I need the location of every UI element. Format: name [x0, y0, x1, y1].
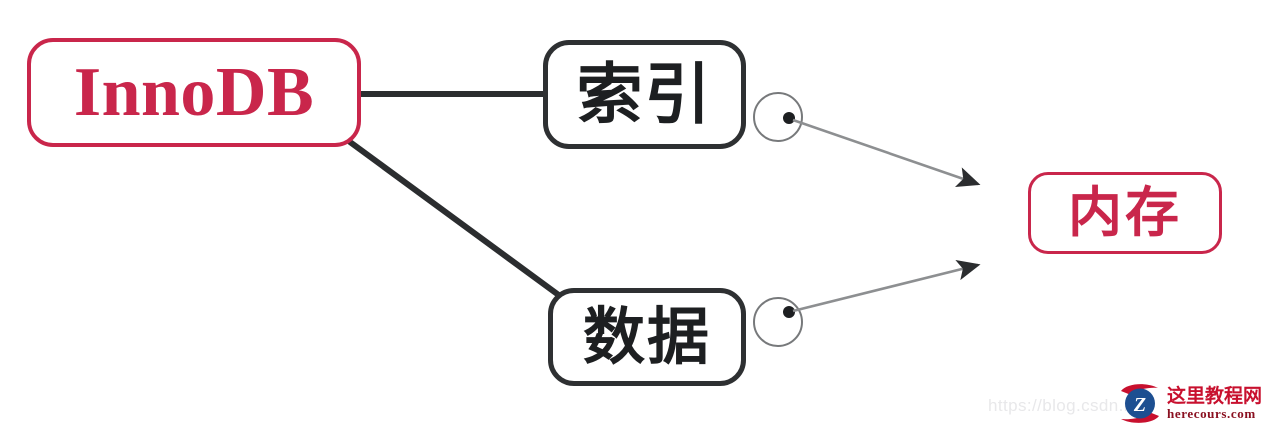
node-memory-label: 内存 — [1068, 181, 1182, 244]
node-innodb-label: InnoDB — [73, 53, 315, 131]
node-index[interactable]: 索引 — [543, 40, 746, 149]
node-data[interactable]: 数据 — [548, 288, 746, 386]
site-logo: Z 这里教程网 herecours.com — [1117, 382, 1265, 425]
port-dot-index — [783, 112, 795, 124]
connector-innodb-to-data — [347, 139, 563, 299]
node-data-label: 数据 — [582, 300, 711, 373]
site-logo-mark-icon: Z — [1117, 382, 1163, 425]
port-dot-data — [783, 306, 795, 318]
node-innodb[interactable]: InnoDB — [27, 38, 361, 147]
site-logo-letter: Z — [1133, 394, 1146, 416]
site-logo-text: 这里教程网 herecours.com — [1167, 386, 1262, 421]
node-memory[interactable]: 内存 — [1028, 172, 1222, 254]
site-logo-name: 这里教程网 — [1167, 385, 1263, 407]
site-logo-domain: herecours.com — [1167, 406, 1256, 421]
watermark-url-text: https://blog.csdn.ne — [988, 396, 1144, 415]
node-index-label: 索引 — [576, 55, 713, 133]
port-circle-data — [753, 297, 803, 347]
connector-data-to-memory — [792, 259, 981, 313]
port-circle-index — [753, 92, 803, 142]
connector-index-to-memory — [792, 118, 981, 188]
